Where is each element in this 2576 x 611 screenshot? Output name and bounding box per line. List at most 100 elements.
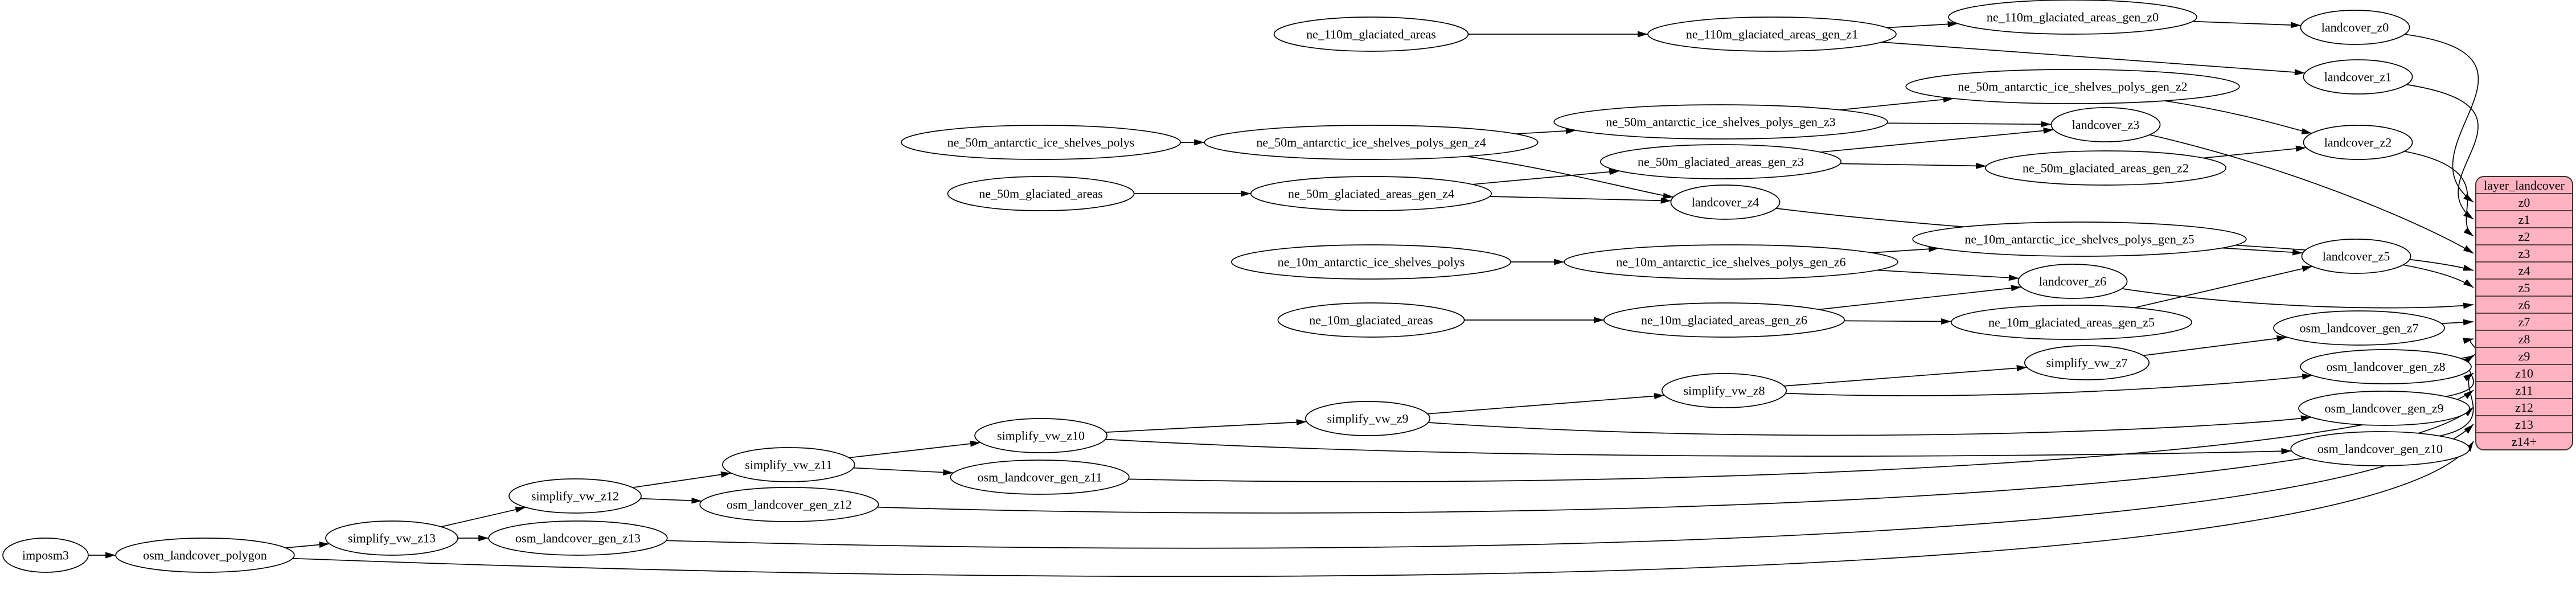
node-label-osm_landcover_gen_z7: osm_landcover_gen_z7: [2300, 321, 2419, 335]
node-ne_50m_antarctic_ice_shelves_polys_gen_z2: ne_50m_antarctic_ice_shelves_polys_gen_z…: [1905, 69, 2240, 104]
node-ne_10m_glaciated_areas: ne_10m_glaciated_areas: [1277, 302, 1465, 338]
node-ellipse-ne_50m_glaciated_areas_gen_z3: [1599, 144, 1842, 179]
node-ellipse-osm_landcover_gen_z8: [2300, 349, 2472, 384]
node-label-landcover_z3: landcover_z3: [2072, 118, 2140, 132]
node-label-ne_110m_glaciated_areas_gen_z0: ne_110m_glaciated_areas_gen_z0: [1987, 10, 2159, 24]
node-simplify_vw_z8: simplify_vw_z8: [1661, 373, 1787, 408]
edge-ne_10m_glaciated_areas_gen_z6-to-landcover_z6: [1819, 285, 2021, 310]
node-label-osm_landcover_polygon: osm_landcover_polygon: [143, 548, 267, 563]
node-simplify_vw_z13: simplify_vw_z13: [325, 520, 458, 556]
node-ellipse-simplify_vw_z13: [325, 520, 458, 556]
node-ellipse-ne_110m_glaciated_areas: [1273, 17, 1469, 52]
node-ellipse-landcover_z4: [1670, 184, 1781, 220]
node-label-landcover_z2: landcover_z2: [2324, 136, 2392, 150]
node-ne_50m_antarctic_ice_shelves_polys: ne_50m_antarctic_ice_shelves_polys: [900, 125, 1182, 160]
table-row-z6: z6: [2518, 298, 2530, 312]
node-ne_10m_glaciated_areas_gen_z5: ne_10m_glaciated_areas_gen_z5: [1950, 305, 2193, 340]
node-ellipse-ne_10m_antarctic_ice_shelves_polys: [1230, 244, 1512, 280]
node-landcover_z5: landcover_z5: [2301, 239, 2411, 274]
node-osm_landcover_gen_z9: osm_landcover_gen_z9: [2298, 391, 2470, 426]
node-ellipse-osm_landcover_gen_z11: [950, 460, 1130, 495]
edge-ne_50m_glaciated_areas_gen_z3-to-ne_50m_glaciated_areas_gen_z2: [1840, 162, 1987, 169]
edge-simplify_vw_z11-to-simplify_vw_z10: [848, 440, 981, 458]
edge-landcover_z6-to-layer-z6: [2122, 288, 2474, 309]
node-imposm3: imposm3: [2, 538, 89, 573]
node-label-ne_10m_glaciated_areas_gen_z5: ne_10m_glaciated_areas_gen_z5: [1988, 315, 2155, 330]
node-ellipse-simplify_vw_z8: [1661, 373, 1787, 408]
node-landcover_z1: landcover_z1: [2303, 59, 2413, 95]
node-osm_landcover_gen_z11: osm_landcover_gen_z11: [950, 460, 1130, 495]
edge-osm_landcover_gen_z9-to-layer-z9: [2446, 355, 2474, 397]
edge-landcover_z3-to-layer-z3: [2149, 134, 2474, 254]
node-label-ne_110m_glaciated_areas: ne_110m_glaciated_areas: [1306, 27, 1436, 42]
node-ellipse-simplify_vw_z10: [974, 418, 1107, 453]
table-row-z14-: z14+: [2512, 434, 2537, 449]
node-ellipse-ne_10m_antarctic_ice_shelves_polys_gen_z5: [1912, 222, 2247, 257]
node-ellipse-ne_10m_antarctic_ice_shelves_polys_gen_z6: [1564, 244, 1898, 280]
table-row-z5: z5: [2518, 281, 2530, 295]
edge-osm_landcover_gen_z13-to-layer-z13: [666, 424, 2474, 549]
node-simplify_vw_z12: simplify_vw_z12: [508, 478, 642, 514]
node-landcover_z0: landcover_z0: [2300, 10, 2410, 45]
node-label-simplify_vw_z12: simplify_vw_z12: [531, 489, 619, 503]
node-ellipse-osm_landcover_gen_z7: [2273, 310, 2445, 346]
node-osm_landcover_gen_z13: osm_landcover_gen_z13: [488, 520, 668, 556]
node-label-simplify_vw_z9: simplify_vw_z9: [1327, 412, 1409, 426]
node-label-ne_50m_antarctic_ice_shelves_polys_gen_z3: ne_50m_antarctic_ice_shelves_polys_gen_z…: [1606, 115, 1835, 129]
edge-simplify_vw_z12-to-osm_landcover_gen_z12: [640, 497, 702, 504]
node-osm_landcover_gen_z7: osm_landcover_gen_z7: [2273, 310, 2445, 346]
edge-ne_50m_glaciated_areas_gen_z3-to-landcover_z3: [1820, 128, 2054, 153]
node-label-landcover_z5: landcover_z5: [2323, 249, 2390, 264]
node-label-osm_landcover_gen_z9: osm_landcover_gen_z9: [2325, 401, 2444, 416]
edge-simplify_vw_z12-to-simplify_vw_z11: [632, 471, 732, 489]
table-row-z11: z11: [2516, 383, 2533, 397]
edge-osm_landcover_polygon-to-layer-z14-: [292, 441, 2474, 577]
node-ellipse-landcover_z3: [2050, 107, 2161, 142]
table-row-z13: z13: [2515, 417, 2533, 432]
node-label-ne_50m_antarctic_ice_shelves_polys: ne_50m_antarctic_ice_shelves_polys: [947, 136, 1135, 150]
node-label-osm_landcover_gen_z11: osm_landcover_gen_z11: [977, 470, 1102, 485]
edge-ne_50m_antarctic_ice_shelves_polys_gen_z4-to-landcover_z4: [1466, 155, 1673, 199]
node-ellipse-ne_50m_antarctic_ice_shelves_polys_gen_z4: [1204, 125, 1539, 160]
node-ellipse-ne_50m_antarctic_ice_shelves_polys_gen_z2: [1905, 69, 2240, 104]
node-ne_50m_antarctic_ice_shelves_polys_gen_z4: ne_50m_antarctic_ice_shelves_polys_gen_z…: [1204, 125, 1539, 160]
table-row-z3: z3: [2518, 247, 2530, 261]
node-ne_10m_antarctic_ice_shelves_polys_gen_z6: ne_10m_antarctic_ice_shelves_polys_gen_z…: [1564, 244, 1898, 280]
node-osm_landcover_gen_z8: osm_landcover_gen_z8: [2300, 349, 2472, 384]
edge-simplify_vw_z10-to-osm_landcover_gen_z10: [1105, 438, 2292, 457]
table-layer_landcover: layer_landcoverz0z1z2z3z4z5z6z7z8z9z10z1…: [2475, 176, 2573, 450]
node-label-ne_50m_antarctic_ice_shelves_polys_gen_z4: ne_50m_antarctic_ice_shelves_polys_gen_z…: [1256, 136, 1486, 150]
node-ellipse-osm_landcover_gen_z12: [699, 487, 879, 522]
node-ne_50m_glaciated_areas: ne_50m_glaciated_areas: [947, 176, 1135, 211]
node-landcover_z4: landcover_z4: [1670, 184, 1781, 220]
edge-simplify_vw_z7-to-osm_landcover_gen_z7: [2143, 335, 2287, 356]
edge-ne_10m_antarctic_ice_shelves_polys_gen_z6-to-ne_10m_antarctic_ice_shelves_polys_gen_z5: [1871, 245, 1939, 253]
node-ne_50m_glaciated_areas_gen_z4: ne_50m_glaciated_areas_gen_z4: [1250, 176, 1492, 211]
node-ellipse-simplify_vw_z9: [1305, 401, 1431, 436]
node-ellipse-osm_landcover_gen_z9: [2298, 391, 2470, 426]
node-label-ne_110m_glaciated_areas_gen_z1: ne_110m_glaciated_areas_gen_z1: [1686, 27, 1858, 42]
table-row-z0: z0: [2518, 195, 2530, 210]
node-simplify_vw_z10: simplify_vw_z10: [974, 418, 1107, 453]
edge-simplify_vw_z11-to-osm_landcover_gen_z11: [853, 467, 954, 476]
node-osm_landcover_gen_z12: osm_landcover_gen_z12: [699, 487, 879, 522]
edge-osm_landcover_gen_z10-to-layer-z10: [2439, 372, 2474, 437]
edge-landcover_z2-to-layer-z2: [2404, 150, 2474, 237]
table-row-z7: z7: [2518, 315, 2530, 329]
edge-simplify_vw_z10-to-simplify_vw_z9: [1105, 419, 1307, 433]
node-ellipse-imposm3: [2, 538, 89, 573]
node-label-simplify_vw_z10: simplify_vw_z10: [997, 429, 1085, 443]
node-ellipse-osm_landcover_polygon: [115, 538, 295, 573]
edge-osm_landcover_gen_z7-to-layer-z7: [2441, 319, 2474, 326]
edge-landcover_z1-to-layer-z1: [2406, 84, 2479, 220]
table-row-z4: z4: [2518, 264, 2530, 278]
node-label-ne_10m_antarctic_ice_shelves_polys_gen_z5: ne_10m_antarctic_ice_shelves_polys_gen_z…: [1964, 232, 2194, 247]
node-ne_10m_glaciated_areas_gen_z6: ne_10m_glaciated_areas_gen_z6: [1603, 302, 1845, 338]
node-ellipse-ne_50m_antarctic_ice_shelves_polys: [900, 125, 1182, 160]
node-label-ne_10m_glaciated_areas: ne_10m_glaciated_areas: [1309, 313, 1433, 327]
node-ellipse-ne_50m_glaciated_areas: [947, 176, 1135, 211]
edge-simplify_vw_z9-to-simplify_vw_z8: [1427, 393, 1665, 415]
node-label-simplify_vw_z13: simplify_vw_z13: [348, 531, 436, 546]
node-label-landcover_z4: landcover_z4: [1692, 195, 1759, 210]
